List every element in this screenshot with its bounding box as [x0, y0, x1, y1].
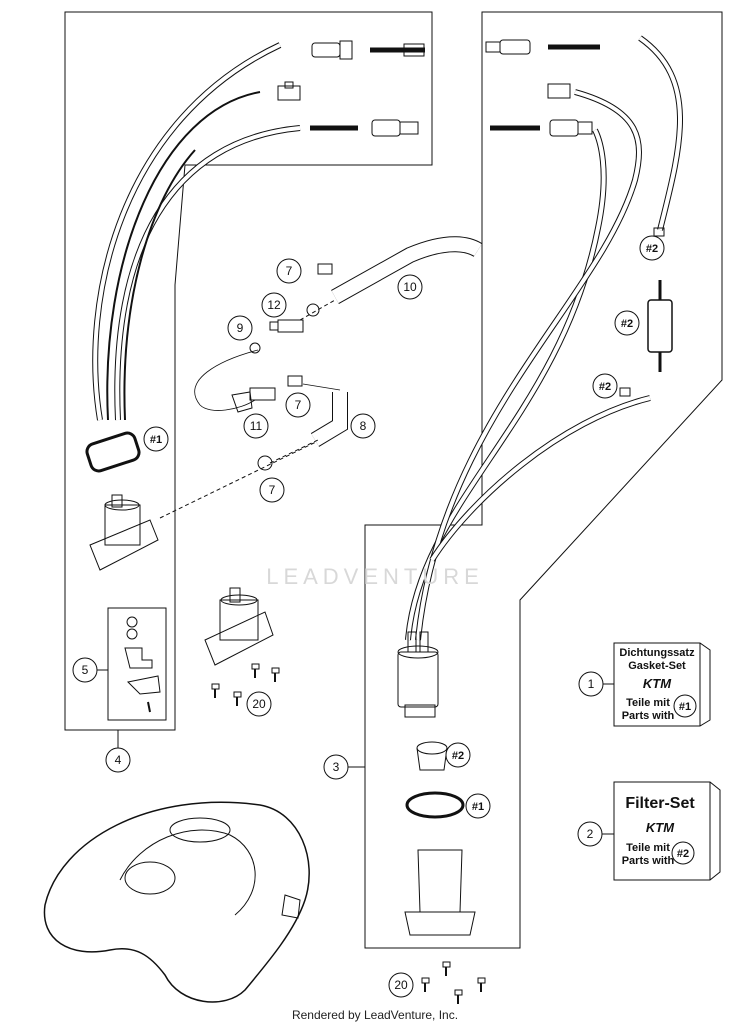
callout-hash2-c: #2: [599, 381, 611, 393]
clamp-filter-top: [653, 227, 665, 237]
group-5-parts: [124, 616, 161, 713]
callout-7-low: 7: [269, 483, 276, 497]
fuel-pump-right: [397, 631, 439, 718]
callout-hash2-a: #2: [646, 243, 658, 255]
quick-connector-left-mid: [310, 119, 419, 137]
callout-hash1-a: #1: [150, 434, 162, 446]
ktm-logo-gasket: KTM: [643, 676, 672, 691]
filter-set-title: Filter-Set: [625, 795, 695, 812]
filter-set-parts-en: Parts with: [622, 855, 675, 867]
callout-hash2-b: #2: [621, 318, 633, 330]
ring-7-lower: [257, 455, 273, 471]
fuel-tank: [43, 801, 310, 1003]
screws-20-right: [421, 961, 486, 1004]
electrical-plug-left: [277, 81, 301, 101]
callout-12: 12: [267, 298, 281, 312]
callout-3: 3: [333, 760, 340, 774]
fitting-11: [231, 387, 276, 413]
quick-connector-left-top: [311, 40, 425, 60]
clamp-filter-bottom: [619, 387, 631, 397]
o-ring-9: [249, 342, 261, 354]
filter-set-parts-de: Teile mit: [626, 842, 670, 854]
callout-hash1-b: #1: [472, 801, 484, 813]
ktm-logo-filter: KTM: [646, 820, 675, 835]
fitting-12: [269, 319, 304, 333]
left-hoses: [92, 42, 301, 421]
callout-2: 2: [587, 827, 594, 841]
filter-set-ref: #2: [677, 848, 689, 860]
electrical-plug-right: [547, 83, 571, 99]
gasket-set-title-en: Gasket-Set: [628, 660, 686, 672]
fuel-filter: [647, 280, 673, 372]
gasket-set-ref: #1: [679, 701, 691, 713]
gasket-set-title-de: Dichtungssatz: [619, 647, 695, 659]
callout-4: 4: [115, 753, 122, 767]
callout-hash2-d: #2: [452, 750, 464, 762]
ring-upper: [306, 303, 320, 317]
fuel-pump-spare: [204, 587, 274, 666]
footer-credit: Rendered by LeadVenture, Inc.: [291, 1008, 459, 1022]
gasket-set-parts-de: Teile mit: [626, 697, 670, 709]
group-4-border: [64, 11, 433, 731]
callout-7-top: 7: [286, 264, 293, 278]
gasket-left: [85, 431, 141, 473]
callout-20-right: 20: [394, 978, 408, 992]
clamp-7-top: [317, 263, 333, 275]
gasket-set-parts-en: Parts with: [622, 710, 675, 722]
callout-7-mid: 7: [295, 398, 302, 412]
right-hoses: [405, 35, 683, 641]
hose-8: [310, 392, 348, 447]
callout-20-left: 20: [252, 697, 266, 711]
clamp-7-mid: [287, 375, 303, 387]
fuel-pump-left: [89, 494, 159, 571]
group-5-box: [107, 607, 167, 721]
callout-5: 5: [82, 663, 89, 677]
gasket-set-box: Dichtungssatz Gasket-Set KTM Teile mit P…: [613, 642, 711, 727]
callout-1: 1: [588, 677, 595, 691]
callout-10: 10: [403, 280, 417, 294]
filter-sock: [416, 741, 448, 771]
filter-set-box: Filter-Set KTM Teile mit Parts with #2: [613, 781, 721, 881]
callout-11: 11: [250, 419, 263, 433]
callout-group: 1 2 3 4 5 7 7 7 8 9 10 11 12 20 20 #2 #2…: [72, 235, 665, 998]
screws-20-left: [211, 663, 280, 706]
callout-9: 9: [237, 321, 244, 335]
quick-connector-right-top: [485, 39, 600, 55]
hose-10: [331, 236, 483, 304]
quick-connector-right-mid: [490, 119, 593, 137]
callout-8: 8: [360, 419, 367, 433]
pump-housing: [404, 849, 476, 936]
watermark: LEADVENTURE: [266, 564, 484, 589]
gasket-right: [405, 791, 465, 819]
